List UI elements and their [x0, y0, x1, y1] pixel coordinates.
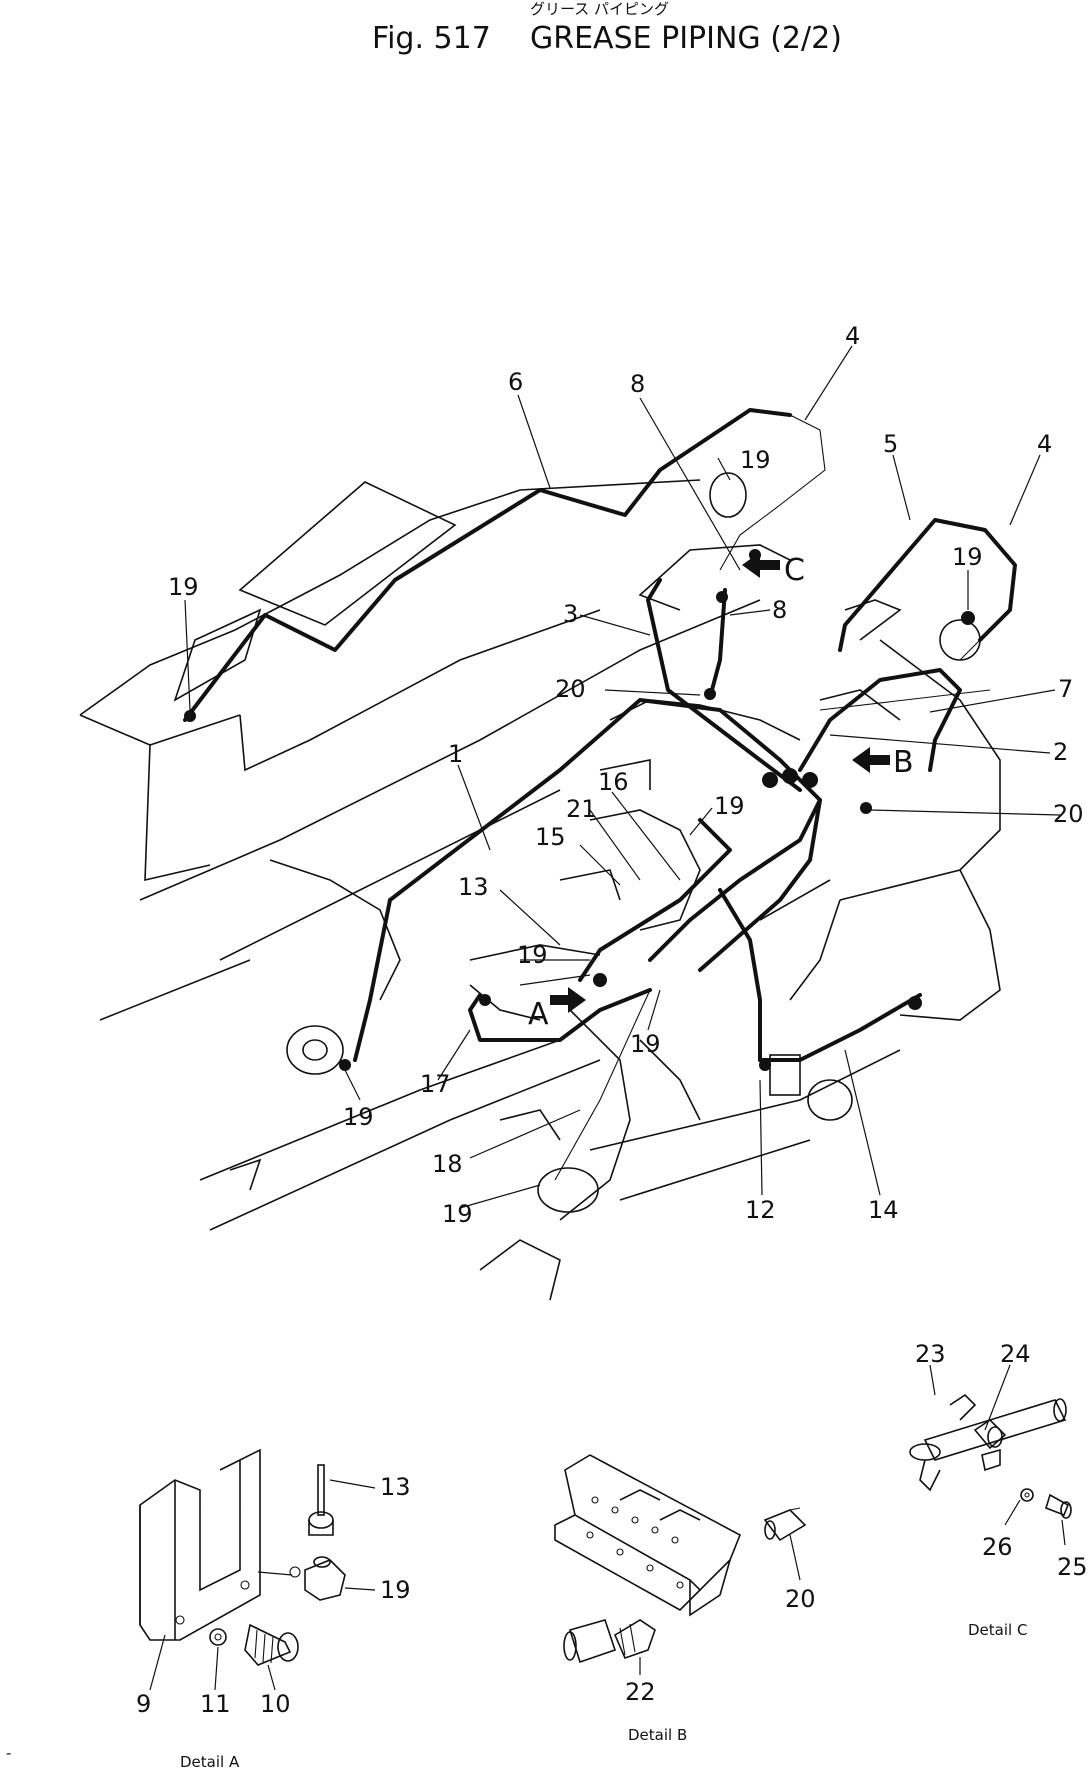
callout-1: 1: [448, 740, 463, 768]
detail-c-washer-26: [1020, 1488, 1034, 1502]
callout-19-center: 19: [714, 792, 745, 820]
detail-c-bolt-25: [1045, 1493, 1072, 1519]
callout-16: 16: [598, 768, 629, 796]
detail-c-caption: Detail C: [968, 1621, 1027, 1639]
figure-number: Fig. 517: [372, 21, 491, 56]
callout-20-upper: 20: [555, 675, 586, 703]
view-arrow-b-label: B: [893, 745, 914, 780]
callout-12: 12: [745, 1196, 776, 1224]
detail-b-fitting-20: [763, 1507, 807, 1542]
detail-a-grease-nipple: [308, 1464, 334, 1536]
callout-13: 13: [458, 873, 489, 901]
callout-14: 14: [868, 1196, 899, 1224]
detail-b-manifold-block: [554, 1454, 742, 1617]
callout-3: 3: [563, 600, 578, 628]
callout-leaders: [184, 345, 1061, 1209]
detail-b-caption: Detail B: [628, 1726, 687, 1744]
view-arrow-b: B: [852, 745, 914, 780]
detail-a-callout-13: 13: [380, 1473, 411, 1501]
detail-c-callout-26: 26: [982, 1533, 1013, 1561]
callout-15: 15: [535, 823, 566, 851]
callout-19-bottom: 19: [442, 1200, 473, 1228]
view-arrow-a: A: [528, 987, 586, 1032]
callout-21: 21: [566, 795, 597, 823]
view-arrow-c-label: C: [784, 553, 805, 588]
detail-b: 20 22 Detail B: [554, 1454, 816, 1744]
callout-20-right: 20: [1053, 800, 1084, 828]
detail-b-callout-22: 22: [625, 1678, 656, 1706]
detail-a-callout-9: 9: [136, 1690, 151, 1718]
callout-5: 5: [883, 430, 898, 458]
callout-19-lower-left: 19: [343, 1103, 374, 1131]
detail-a-callout-11: 11: [200, 1690, 231, 1718]
detail-a-callout-19: 19: [380, 1576, 411, 1604]
detail-c-pipe-and-clamp: [909, 1393, 1067, 1492]
detail-a-bracket: [139, 1448, 261, 1641]
callout-19-left: 19: [168, 573, 199, 601]
detail-c: 23 24 26 25 Detail C: [909, 1340, 1088, 1639]
detail-c-callout-25: 25: [1057, 1553, 1088, 1581]
main-callout-labels: 4 6 8 19 5 4 19 19 8 3 7 20 2 20 1 16 19…: [168, 322, 1084, 1228]
callout-7: 7: [1058, 675, 1073, 703]
callout-6: 6: [508, 368, 523, 396]
callout-19-lower-mid: 19: [630, 1030, 661, 1058]
callout-19-right: 19: [952, 543, 983, 571]
margin-mark: -: [6, 1744, 11, 1762]
detail-a-callout-10: 10: [260, 1690, 291, 1718]
callout-8-upper: 8: [630, 370, 645, 398]
japanese-subtitle: グリース パイピング: [530, 0, 669, 18]
machine-frame-outline: [79, 472, 1001, 1301]
detail-a-fitting: [289, 1556, 346, 1601]
detail-b-fitting-22: [563, 1619, 656, 1664]
detail-c-callout-24: 24: [1000, 1340, 1031, 1368]
detail-b-callout-20: 20: [785, 1585, 816, 1613]
detail-a: 13 19 9 11 10 Detail A: [136, 1448, 411, 1771]
callout-19-mid: 19: [517, 941, 548, 969]
grease-pipe-routing: [183, 408, 1017, 1181]
detail-a-caption: Detail A: [180, 1753, 240, 1771]
callout-18: 18: [432, 1150, 463, 1178]
callout-8-lower: 8: [772, 596, 787, 624]
detail-c-callout-23: 23: [915, 1340, 946, 1368]
callout-19-upper: 19: [740, 446, 771, 474]
callout-17: 17: [420, 1070, 451, 1098]
view-arrow-a-label: A: [528, 997, 549, 1032]
detail-a-washer: [209, 1628, 227, 1646]
callout-4-left: 4: [845, 322, 860, 350]
callout-2: 2: [1053, 738, 1068, 766]
view-arrow-c: C: [742, 552, 805, 588]
callout-4-right: 4: [1037, 430, 1052, 458]
figure-title: GREASE PIPING (2/2): [530, 21, 842, 56]
detail-a-bolt: [244, 1623, 299, 1666]
